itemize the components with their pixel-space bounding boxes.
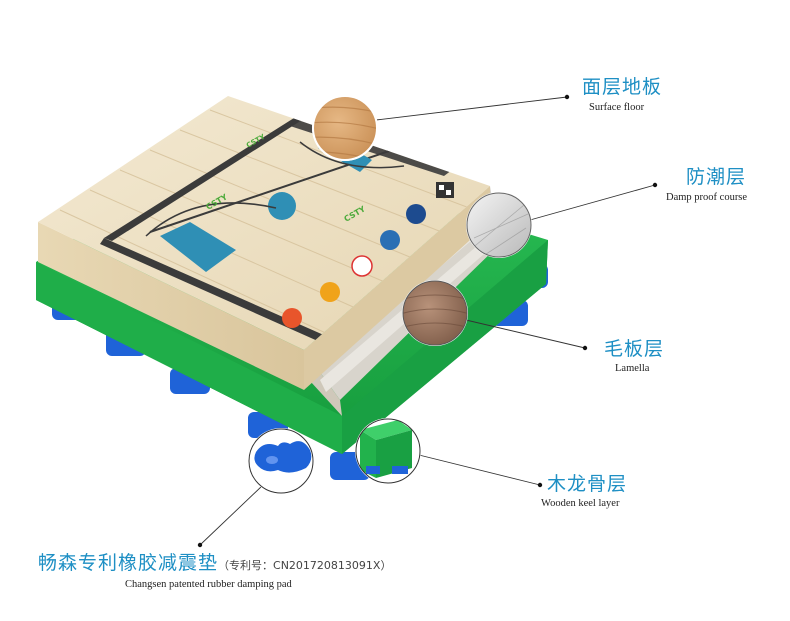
damp-proof-zoom bbox=[466, 192, 532, 258]
rubber-pad-zoom bbox=[248, 428, 314, 494]
lamella-label: 毛板层 bbox=[604, 338, 665, 360]
damping-pad-label-en: Changsen patented rubber damping pad bbox=[125, 579, 292, 590]
damping-pad-title: 畅森专利橡胶减震垫（专利号：CN201720813091X） bbox=[38, 548, 391, 575]
surface-floor-zoom bbox=[312, 95, 378, 161]
wooden-keel-zoom bbox=[355, 418, 421, 484]
leader-lines bbox=[199, 96, 656, 546]
lamella-label-en: Lamella bbox=[615, 363, 650, 374]
damp-proof-label: 防潮层 bbox=[686, 166, 747, 188]
surface-floor-label: 面层地板 bbox=[582, 76, 663, 98]
surface-floor-board: CSTY CSTY CSTY bbox=[38, 96, 490, 390]
wooden-keel-label-en: Wooden keel layer bbox=[541, 498, 620, 509]
leader-dots bbox=[197, 94, 658, 548]
damp-proof-label-en: Damp proof course bbox=[666, 192, 748, 203]
certification-badges bbox=[282, 182, 454, 328]
patent-number: （专利号：CN201720813091X） bbox=[218, 559, 392, 572]
lamella-zoom bbox=[402, 280, 468, 346]
surface-floor-label-en: Surface floor bbox=[589, 102, 645, 113]
wooden-keel-label: 木龙骨层 bbox=[547, 473, 628, 495]
damping-pad-label: 畅森专利橡胶减震垫 bbox=[38, 552, 219, 574]
